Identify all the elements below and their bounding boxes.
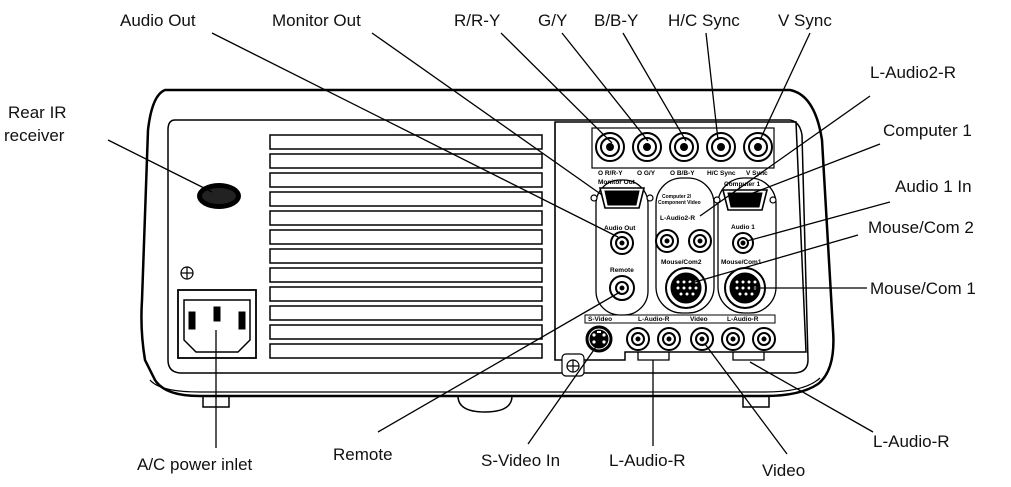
panel-label-v-sync: V Sync — [746, 170, 768, 177]
leader-svideo-in — [527, 343, 599, 445]
callout-mouse-com2: Mouse/Com 2 — [868, 218, 974, 237]
leader-audio-out — [211, 32, 619, 238]
leader-l-audio2-r — [699, 95, 871, 217]
vent-slots — [269, 134, 543, 359]
l-audio2-r-jacks — [655, 229, 712, 253]
leader-audio1-in — [746, 201, 891, 242]
leader-monitor-out — [371, 32, 603, 196]
callout-r-ry: R/R-Y — [454, 11, 500, 30]
bottom-port-strip — [584, 314, 776, 324]
audio1-jack — [732, 232, 754, 254]
panel-label-l-audio-r-2: L-Audio-R — [727, 316, 759, 323]
bottom-ledge — [149, 377, 821, 393]
callout-monitor-out: Monitor Out — [272, 11, 361, 30]
power-inlet — [177, 289, 257, 359]
callout-svideo-in: S-Video In — [481, 451, 560, 470]
mouse-com2-port — [665, 267, 707, 309]
leader-g-y — [561, 32, 649, 142]
panel-label-component-video: Component Video — [658, 200, 701, 206]
panel-label-audio1: Audio 1 — [731, 224, 755, 231]
leader-lines — [107, 32, 891, 455]
bnc-r-ry — [595, 132, 625, 162]
bnc-g-y — [632, 132, 662, 162]
callout-l-audio2-r: L-Audio2-R — [870, 63, 956, 82]
panel-label-b-by: O B/B-Y — [670, 170, 695, 177]
panel-label-r-ry: O R/R-Y — [598, 170, 623, 177]
leader-r-ry — [500, 32, 613, 144]
panel-label-audio-out: Audio Out — [604, 225, 636, 232]
bnc-b-by — [669, 132, 699, 162]
callout-rear-ir-line1: Rear IR — [8, 103, 67, 122]
leader-v-sync — [759, 32, 811, 141]
panel-label-computer2: Computer 2/ — [662, 194, 692, 200]
panel-label-svideo: S-Video — [588, 316, 612, 323]
back-plate — [167, 119, 809, 374]
callout-l-audio-r-right: L-Audio-R — [873, 432, 950, 451]
bnc-v-sync — [743, 132, 773, 162]
leader-b-by — [622, 32, 687, 142]
panel-label-remote: Remote — [610, 267, 634, 274]
callout-computer1: Computer 1 — [883, 121, 972, 140]
panel-label-hc-sync: H/C Sync — [707, 170, 736, 177]
callout-remote: Remote — [333, 445, 393, 464]
callout-rear-ir-line2: receiver — [4, 126, 65, 145]
leader-computer1 — [739, 143, 881, 199]
center-foot — [457, 395, 513, 413]
panel-label-video: Video — [690, 316, 708, 323]
callout-g-y: G/Y — [538, 11, 567, 30]
mouse-com1-port — [724, 267, 766, 309]
callout-v-sync: V Sync — [778, 11, 832, 30]
bnc-connectors — [591, 127, 775, 169]
panel-label-g-y: O G/Y — [637, 170, 656, 177]
leader-rear-ir — [107, 139, 213, 193]
callout-l-audio-r-mid: L-Audio-R — [609, 451, 686, 470]
callout-audio-out: Audio Out — [120, 11, 196, 30]
callout-ac-power: A/C power inlet — [137, 455, 253, 474]
panel-label-l-audio2-r: L-Audio2-R — [660, 215, 695, 222]
leader-l-audio-r-right — [749, 361, 874, 433]
callout-mouse-com1: Mouse/Com 1 — [870, 279, 976, 298]
panel-label-computer1: Computer 1 — [724, 181, 761, 188]
bottom-rca-jacks — [626, 327, 776, 351]
computer1-group — [717, 177, 777, 314]
audio-out-jack — [610, 231, 634, 255]
panel-label-mouse-com2: Mouse/Com2 — [661, 259, 702, 266]
svideo-port — [585, 325, 613, 353]
leader-video — [704, 343, 788, 455]
computer1-port — [713, 189, 777, 211]
leader-mouse-com2 — [687, 234, 859, 285]
ground-symbol-left — [180, 266, 194, 280]
panel-label-monitor-out: Monitor Out — [598, 179, 636, 186]
panel-label-mouse-com1: Mouse/Com1 — [721, 259, 762, 266]
callout-b-by: B/B-Y — [594, 11, 638, 30]
ground-symbol-right — [561, 353, 585, 377]
panel-label-l-audio-r-1: L-Audio-R — [638, 316, 670, 323]
callout-audio1-in: Audio 1 In — [895, 177, 972, 196]
leader-remote — [377, 291, 621, 433]
leader-hc-sync — [705, 32, 719, 141]
callout-video: Video — [762, 461, 805, 480]
bnc-hc-sync — [706, 132, 736, 162]
monitor-out-port — [590, 187, 654, 209]
callout-hc-sync: H/C Sync — [668, 11, 740, 30]
